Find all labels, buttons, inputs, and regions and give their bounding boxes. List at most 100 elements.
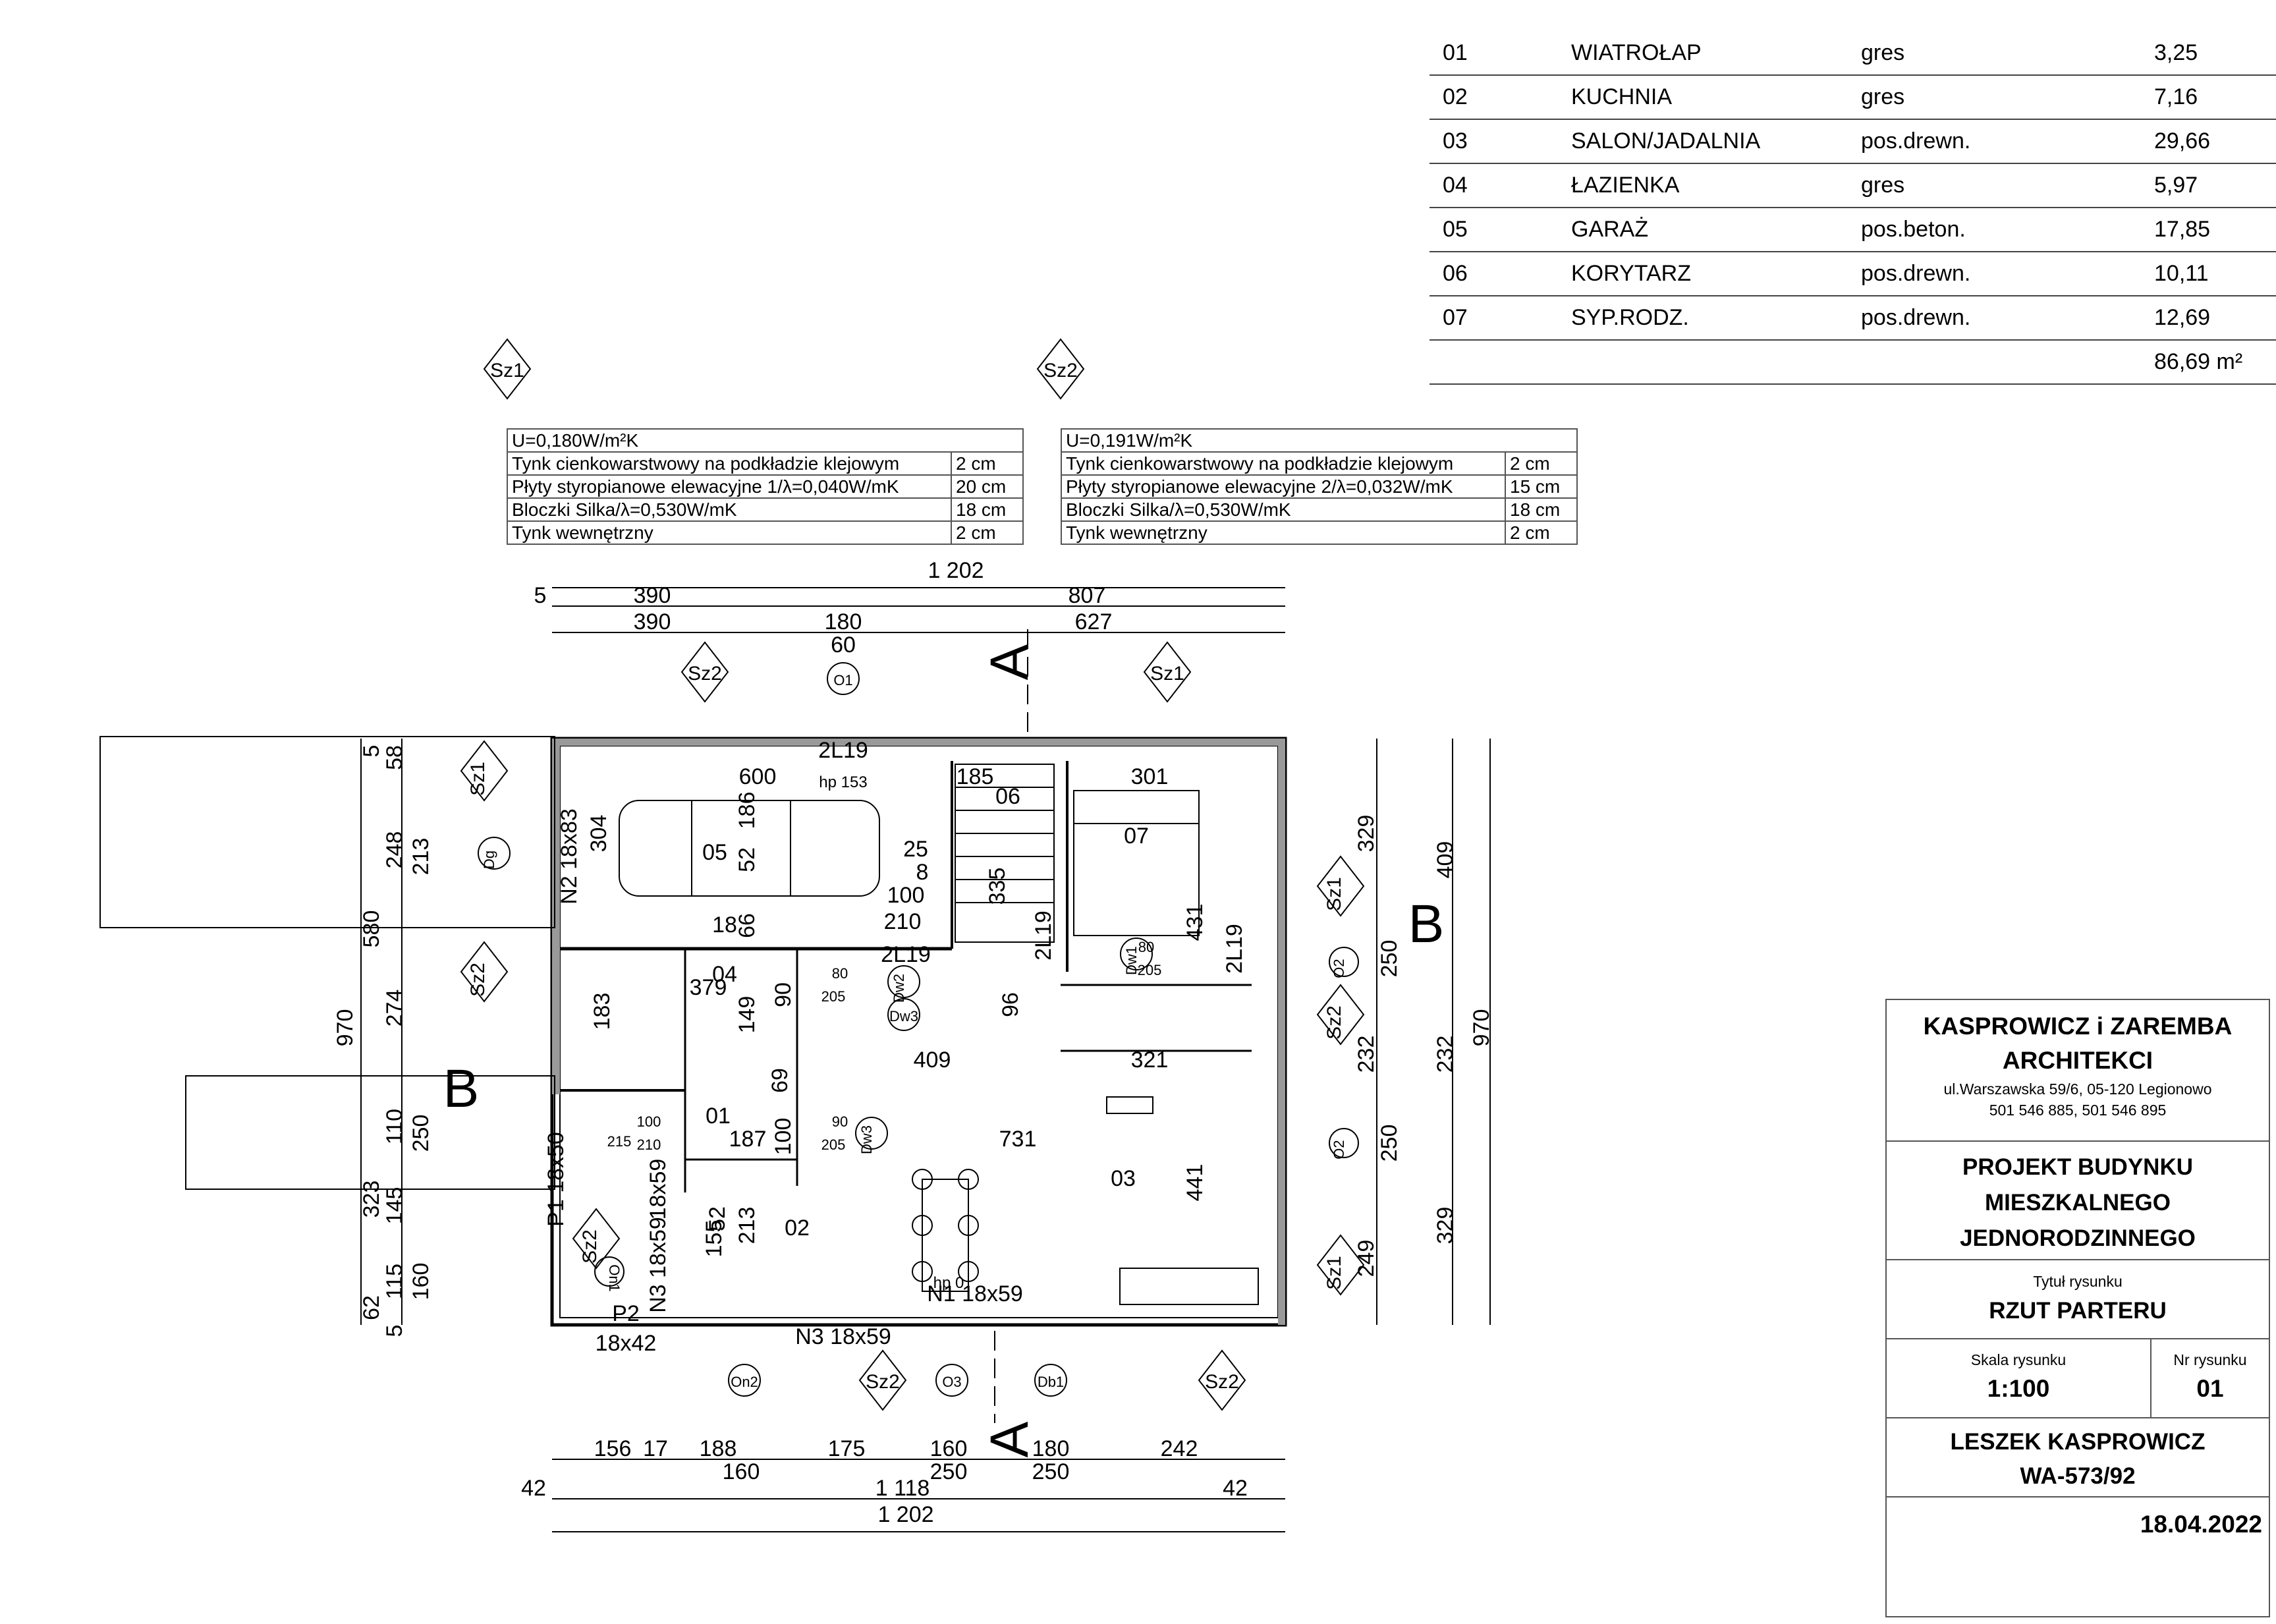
lintel-note: N3 18x59 bbox=[795, 1324, 891, 1349]
room-label: 05 bbox=[702, 840, 727, 865]
layer-thickness: 18 cm bbox=[951, 497, 1024, 522]
dimension-inner: 301 bbox=[1131, 764, 1169, 789]
room-total-row: 86,69 m² bbox=[1429, 340, 2276, 385]
dimension-inner: 304 bbox=[586, 815, 611, 853]
opening-label: Dw3 bbox=[889, 1008, 918, 1024]
dimension-inner: 66 bbox=[735, 913, 760, 938]
dimension-inner: 186 bbox=[735, 792, 760, 829]
dimension-inner: 215 bbox=[607, 1133, 632, 1150]
dimension-bottom: 156 bbox=[594, 1436, 632, 1461]
dimension-top: 1 202 bbox=[928, 558, 984, 583]
dimension-bottom: 242 bbox=[1161, 1436, 1198, 1461]
room-floor: gres bbox=[1861, 75, 2154, 120]
room-area: 7,16 bbox=[2154, 75, 2276, 120]
dimension-inner: 213 bbox=[735, 1207, 760, 1245]
room-number: 03 bbox=[1429, 119, 1571, 164]
dimension-inner: 100 bbox=[637, 1113, 661, 1130]
dimension-inner: 210 bbox=[637, 1136, 661, 1153]
wall-type-tag: Sz2 bbox=[1323, 1005, 1345, 1040]
wall-type-tag: Sz1 bbox=[1150, 663, 1184, 685]
dimension-right: 329 bbox=[1433, 1207, 1458, 1245]
dimension-inner: 205 bbox=[821, 1136, 846, 1153]
room-number: 02 bbox=[1429, 75, 1571, 120]
room-number: 07 bbox=[1429, 296, 1571, 341]
dimension-inner: 183 bbox=[590, 993, 615, 1030]
author-name: LESZEK KASPROWICZ bbox=[1950, 1429, 2206, 1455]
room-name: KORYTARZ bbox=[1571, 252, 1861, 296]
lintel-note: N3 18x59 bbox=[646, 1217, 671, 1313]
wall-type-tag: Sz2 bbox=[1043, 360, 1078, 381]
room-number: 01 bbox=[1429, 32, 1571, 76]
drawing-title: RZUT PARTERU bbox=[1989, 1298, 2167, 1324]
dimension-right: 250 bbox=[1377, 940, 1402, 978]
room-area: 17,85 bbox=[2154, 208, 2276, 252]
dimension-inner: 90 bbox=[771, 982, 796, 1007]
dimension-inner: 441 bbox=[1182, 1164, 1207, 1202]
dimension-inner: 96 bbox=[998, 992, 1023, 1017]
opening-label: Dw3 bbox=[858, 1125, 875, 1154]
dimension-bottom: 17 bbox=[643, 1436, 668, 1461]
dimension-top: 390 bbox=[634, 583, 671, 608]
wall-sz1-u: U=0,180W/m²K bbox=[507, 428, 1024, 453]
firm-name: KASPROWICZ i ZAREMBA bbox=[1923, 1013, 2233, 1040]
lintel-note: P2 bbox=[612, 1301, 640, 1326]
room-area: 12,69 bbox=[2154, 296, 2276, 341]
room-name: GARAŻ bbox=[1571, 208, 1861, 252]
dimension-bottom: 250 bbox=[1032, 1459, 1070, 1484]
opening-label: Dw2 bbox=[891, 974, 907, 1003]
opening-label: Db1 bbox=[1038, 1374, 1064, 1390]
layer-name: Płyty styropianowe elewacyjne 1/λ=0,040W… bbox=[507, 474, 952, 499]
drawing-title-label: Tytuł rysunku bbox=[2033, 1273, 2123, 1290]
plan-linework bbox=[99, 338, 1491, 1532]
opening-label: O1 bbox=[833, 672, 852, 688]
project-name: JEDNORODZINNEGO bbox=[1960, 1225, 2196, 1251]
dimension-left: 248 bbox=[382, 831, 407, 869]
opening-label: O3 bbox=[942, 1374, 961, 1390]
wall-type-tag: Sz1 bbox=[1323, 877, 1345, 911]
firm-address: ul.Warszawska 59/6, 05-120 Legionowo bbox=[1943, 1080, 2212, 1098]
dimension-top: 5 bbox=[534, 583, 547, 608]
layer-name: Tynk wewnętrzny bbox=[1061, 520, 1506, 545]
room-floor: gres bbox=[1861, 32, 2154, 76]
dimension-bottom: 250 bbox=[930, 1459, 968, 1484]
project-name: MIESZKALNEGO bbox=[1985, 1190, 2171, 1216]
wall-type-tag: Sz1 bbox=[467, 762, 489, 796]
section-mark: B bbox=[1408, 894, 1445, 954]
layer-name: Tynk cienkowarstwowy na podkładzie klejo… bbox=[507, 451, 952, 476]
room-floor: pos.drewn. bbox=[1861, 119, 2154, 164]
dimension-left: 160 bbox=[408, 1263, 433, 1301]
dimension-inner: 210 bbox=[884, 909, 922, 934]
layer-thickness: 15 cm bbox=[1505, 474, 1578, 499]
opening-label: Dg bbox=[481, 851, 497, 869]
dimension-inner: 155 bbox=[702, 1220, 727, 1258]
room-name: KUCHNIA bbox=[1571, 75, 1861, 120]
room-area: 10,11 bbox=[2154, 252, 2276, 296]
author-license: WA-573/92 bbox=[2020, 1463, 2136, 1489]
lintel-note: N2 18x83 bbox=[557, 808, 582, 905]
dimension-right: 232 bbox=[1354, 1036, 1379, 1073]
wall-sz2-u: U=0,191W/m²K bbox=[1061, 428, 1578, 453]
opening-label: O2 bbox=[1331, 959, 1347, 978]
room-floor: pos.drewn. bbox=[1861, 296, 2154, 341]
dimension-inner: 100 bbox=[771, 1118, 796, 1156]
wall-type-tag: Sz2 bbox=[467, 963, 489, 997]
dimension-top: 390 bbox=[634, 609, 671, 634]
dimension-inner: 52 bbox=[705, 1206, 730, 1231]
dimension-left: 110 bbox=[382, 1109, 407, 1144]
room-area: 5,97 bbox=[2154, 163, 2276, 208]
firm-phones: 501 546 885, 501 546 895 bbox=[1989, 1102, 2167, 1119]
section-mark: A bbox=[980, 1421, 1040, 1457]
dimension-right: 409 bbox=[1433, 841, 1458, 879]
dimension-inner: 205 bbox=[1138, 962, 1162, 978]
wall-type-tag: Sz2 bbox=[1205, 1371, 1239, 1393]
lintel-note: hp 0 bbox=[933, 1274, 964, 1292]
room-floor: gres bbox=[1861, 163, 2154, 208]
dimension-inner: 205 bbox=[821, 988, 846, 1005]
wall-type-tag: Sz1 bbox=[1323, 1256, 1345, 1290]
firm-subtitle: ARCHITEKCI bbox=[2002, 1047, 2153, 1074]
dimension-inner: 431 bbox=[1182, 904, 1207, 941]
dimension-inner: 321 bbox=[1131, 1048, 1169, 1073]
